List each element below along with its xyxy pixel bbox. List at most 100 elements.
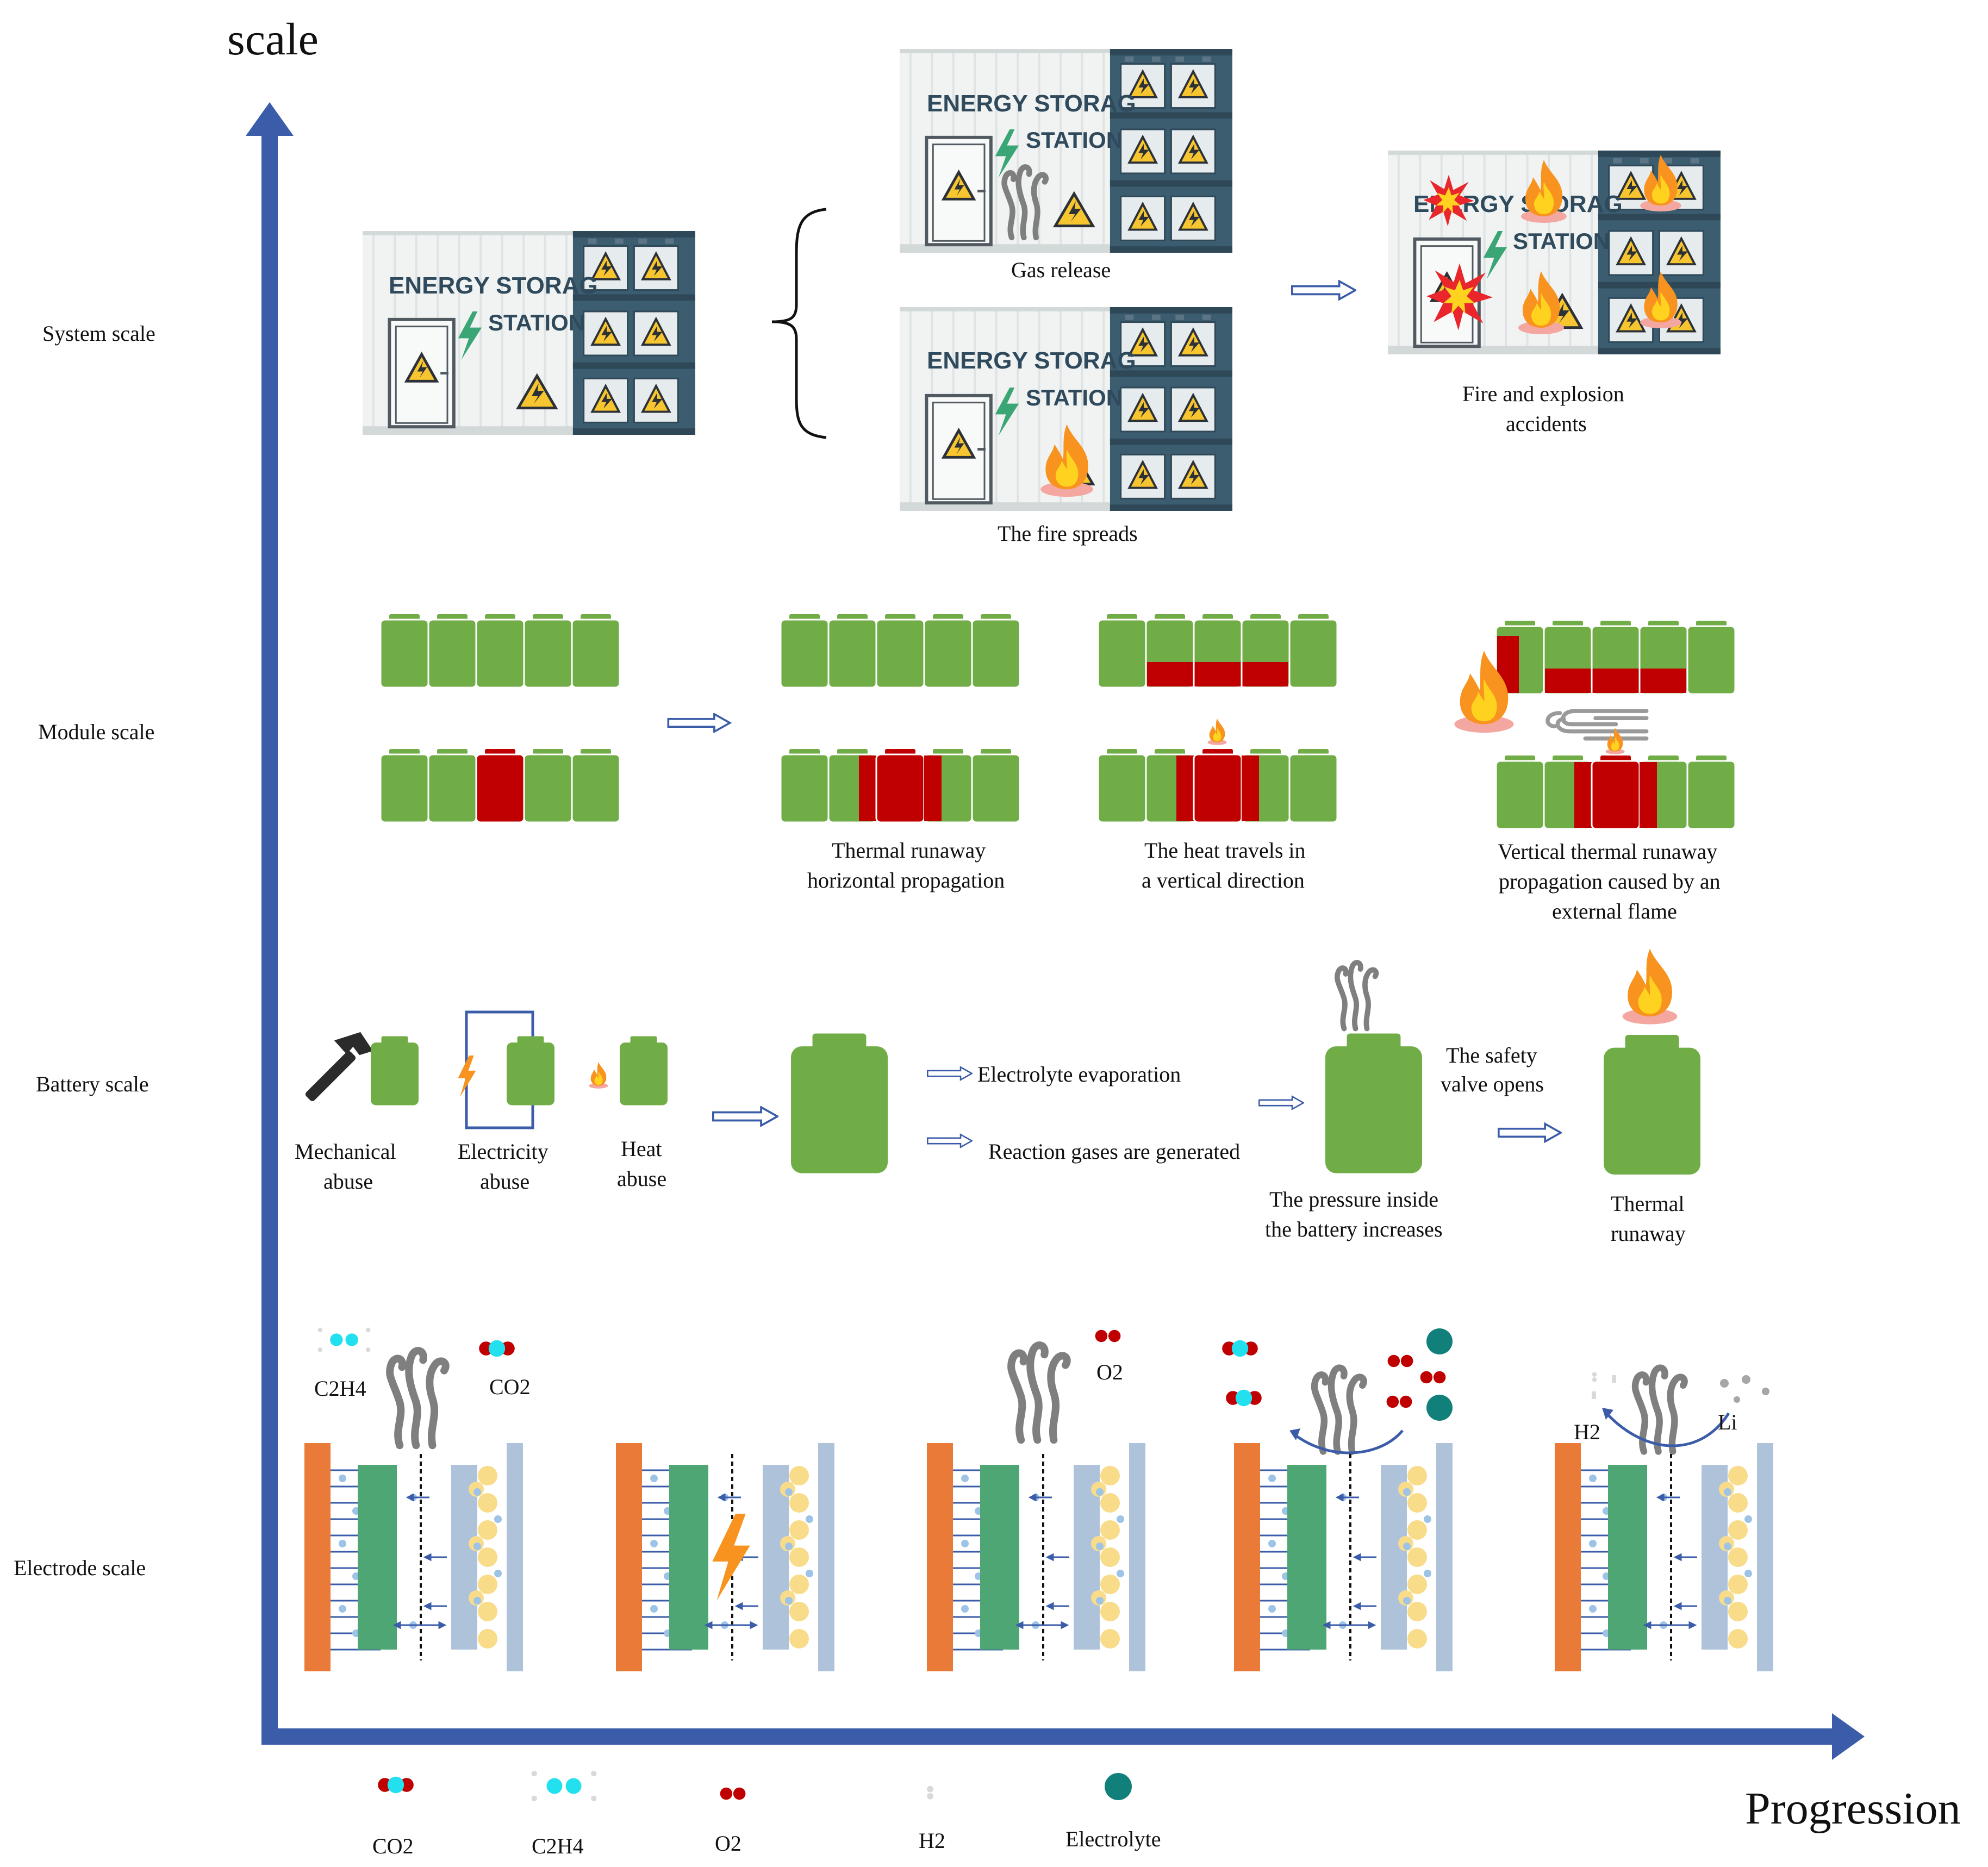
label-heat-1: Heat [621,1137,662,1161]
electrolyte-drop [1426,1328,1453,1354]
cell-mechanical [371,1036,419,1106]
o2-molecule [1386,1395,1412,1408]
label-o2: O2 [1096,1360,1123,1384]
legend-h2-icon [927,1785,933,1800]
arrow-module [667,713,731,733]
o2-molecule [1095,1329,1121,1343]
x-axis [261,1713,1865,1760]
station-fire-explosion: ENERGY STORAG STATION [1388,151,1721,354]
label-external-1: Vertical thermal runaway [1498,839,1717,864]
scale-label-battery: Battery scale [36,1072,149,1096]
label-horizontal-1: Thermal runaway [832,838,986,863]
legend-co2-icon [378,1776,414,1794]
module-single-failure [379,749,621,823]
y-axis [246,102,294,1742]
cell-electricity [507,1036,554,1106]
module-horizontal-top [780,614,1021,689]
label-runaway-2: runaway [1611,1221,1686,1246]
cell-pressure [1325,1033,1422,1173]
li-particle [1720,1379,1729,1388]
label-li: Li [1718,1410,1737,1434]
scale-label-electrode: Electrode scale [14,1556,146,1580]
station-initial: ENERGY STORAG STATION [363,231,695,435]
smoke-icon [1548,711,1647,739]
gas-icon [390,1351,446,1445]
station-fire-spreads: ENERGY STORAG STATION [900,307,1232,511]
electrode-cell-4 [1234,1443,1454,1671]
arrow-valve [1498,1122,1562,1143]
hammer-icon [304,1032,373,1103]
cell-abused [791,1033,888,1173]
circulation-arrow [1605,1412,1730,1447]
li-particle [1742,1375,1750,1384]
electrode-cell-1 [304,1443,524,1671]
gas-icon [1314,1368,1364,1452]
gas-icon [1337,963,1376,1029]
circulation-arrow [1294,1429,1404,1454]
module-normal-top [379,614,621,689]
flame-icon [1207,718,1227,745]
legend-h2-label: H2 [919,1828,945,1853]
scale-label-system: System scale [42,321,155,346]
arrow-pressure [1258,1095,1304,1110]
flame-icon [1622,948,1678,1025]
module-external-bottom [1495,727,1736,830]
h2-fragment [1612,1375,1616,1383]
label-fire-explosion-2: accidents [1506,411,1587,436]
module-external-top [1495,621,1736,695]
y-axis-title: scale [227,14,319,65]
label-external-3: external flame [1552,899,1677,923]
c2h4-molecule [317,1327,371,1352]
gas-icon [1011,1345,1067,1440]
station-title-line1: ENERGY STORAG [389,272,598,299]
legend-electrolyte-label: Electrolyte [1065,1827,1161,1851]
electrode-cell-3 [927,1443,1146,1671]
arrow-battery-1 [712,1106,778,1127]
label-mechanical-2: abuse [323,1169,373,1194]
cell-runaway [1604,1034,1700,1175]
co2-molecule [1226,1389,1262,1407]
module-vertical-bottom [1097,718,1338,823]
label-horizontal-2: horizontal propagation [807,868,1005,892]
module-horizontal-bottom [780,749,1021,823]
label-pressure-2: the battery increases [1265,1217,1443,1241]
label-co2: CO2 [489,1375,531,1399]
station-title-line1: ENERGY STORAG [927,90,1136,117]
station-title-line2: STATION [1026,127,1123,153]
label-vertical-1: The heat travels in [1144,838,1306,863]
label-heat-2: abuse [617,1166,666,1191]
label-external-2: propagation caused by an [1499,869,1721,894]
station-title-line2: STATION [1513,228,1610,254]
x-axis-title: Progression [1745,1783,1961,1834]
electric-circuit [458,1010,534,1129]
legend-c2h4-icon [531,1771,597,1801]
h2-molecule [1592,1372,1597,1382]
flame-icon [589,1061,608,1089]
legend-electrolyte-icon [1105,1773,1132,1800]
h2-fragment [1592,1391,1596,1399]
module-vertical-top [1097,614,1338,689]
station-title-line2: STATION [488,310,585,335]
station-title-line2: STATION [1026,385,1123,410]
label-electricity-1: Electricity [458,1139,549,1164]
li-particle [1762,1388,1769,1395]
label-fire-explosion-1: Fire and explosion [1462,382,1624,406]
label-electricity-2: abuse [480,1169,529,1194]
legend-o2-icon [720,1787,746,1800]
li-particle [1734,1396,1740,1403]
label-c2h4: C2H4 [314,1376,366,1401]
arrow-to-accident [1291,280,1356,301]
legend-c2h4-label: C2H4 [532,1834,584,1858]
co2-molecule [479,1340,515,1357]
label-runaway-1: Thermal [1611,1191,1685,1216]
station-title-line1: ENERGY STORAG [927,347,1136,374]
label-vertical-2: a vertical direction [1142,868,1305,892]
o2-molecule [1387,1354,1413,1368]
o2-molecule [1420,1371,1446,1384]
legend: CO2 C2H4 O2 H2 Electrolyte [372,1771,1161,1858]
scale-label-module: Module scale [38,720,154,744]
electrolyte-drop [1426,1395,1453,1421]
label-valve-2: valve opens [1441,1072,1544,1096]
